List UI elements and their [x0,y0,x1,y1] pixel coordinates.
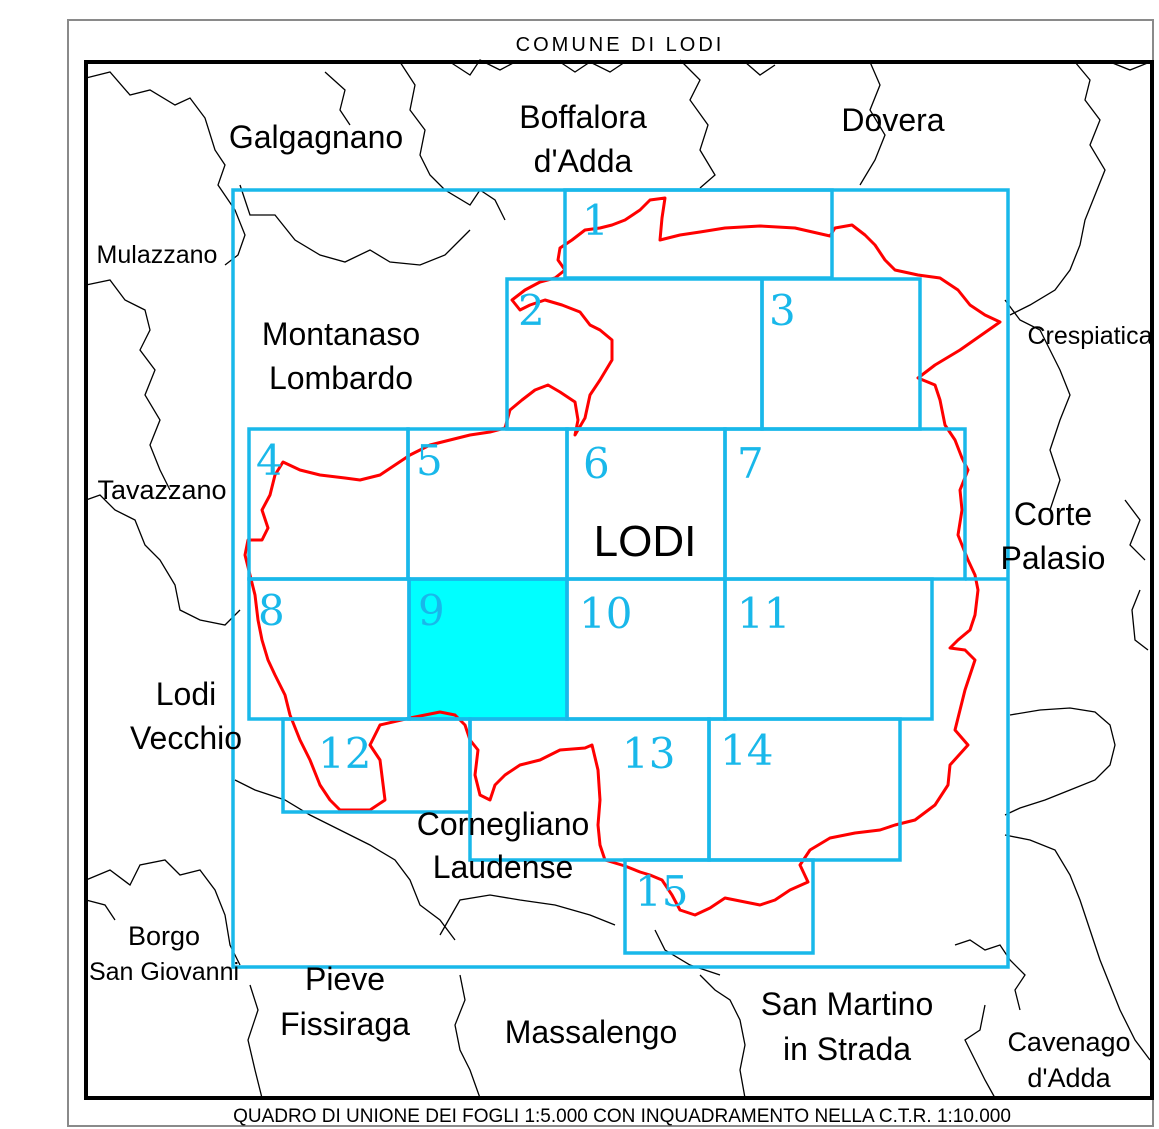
highlighted-sheet-9 [409,579,567,719]
map-title: COMUNE DI LODI [516,34,725,56]
town-label-corte-line2: Palasio [1001,540,1106,576]
town-label-boffalora-line1: Boffalora [519,99,647,135]
sheet-number-5: 5 [416,436,443,485]
sheet-number-15: 15 [635,867,688,916]
sheet-number-10: 10 [579,589,632,638]
sheet-numbers: 1 2 3 4 5 6 7 8 9 10 11 12 13 14 15 [256,196,796,916]
sheet-grid [231,188,1010,969]
sheet-number-9: 9 [418,586,445,635]
sheet-number-2: 2 [518,286,545,335]
town-label-crespiatica: Crespiatica [1027,322,1152,350]
sheet-number-6: 6 [583,439,610,488]
map-center-label: LODI [594,517,697,566]
map-frame [84,60,1154,1100]
town-label-montanaso-line1: Montanaso [262,316,420,352]
town-label-pieve-line2: Fissiraga [280,1006,410,1042]
lodi-boundary [243,196,1002,917]
town-label-cornegliano-line2: Laudense [433,849,574,885]
town-label-sanmartino-line2: in Strada [783,1031,911,1067]
municipal-borders [85,59,1151,1099]
town-label-corte-line1: Corte [1014,496,1092,532]
sheet-number-3: 3 [769,286,796,335]
town-label-massalengo: Massalengo [505,1014,678,1050]
town-label-pieve-line1: Pieve [305,961,385,997]
sheet-number-11: 11 [737,589,790,638]
town-label-mulazzano: Mulazzano [97,241,218,269]
town-labels: Galgagnano Boffalora d'Adda Dovera Mulaz… [89,99,1153,1093]
town-label-borgo-line2: San Giovanni [89,958,239,986]
town-label-borgo-line1: Borgo [128,921,200,951]
town-label-montanaso-line2: Lombardo [269,360,413,396]
town-label-tavazzano: Tavazzano [97,475,226,505]
town-label-cornegliano-line1: Cornegliano [417,806,590,842]
sheet-number-4: 4 [256,436,283,485]
sheet-number-7: 7 [737,439,764,488]
town-label-cavenago-line1: Cavenago [1007,1027,1130,1057]
sheet-number-1: 1 [582,196,609,245]
sheet-number-14: 14 [720,726,773,775]
town-label-sanmartino-line1: San Martino [761,986,934,1022]
town-label-galgagnano: Galgagnano [229,119,403,155]
town-label-cavenago-line2: d'Adda [1027,1063,1111,1093]
town-label-lodivecchio-line1: Lodi [156,676,217,712]
town-label-lodivecchio-line2: Vecchio [130,720,242,756]
sheet-number-13: 13 [622,729,675,778]
sheet-number-8: 8 [258,586,285,635]
town-label-dovera: Dovera [841,102,944,138]
map-caption: QUADRO DI UNIONE DEI FOGLI 1:5.000 CON I… [233,1106,1011,1127]
town-label-boffalora-line2: d'Adda [534,143,633,179]
sheet-number-12: 12 [318,729,371,778]
